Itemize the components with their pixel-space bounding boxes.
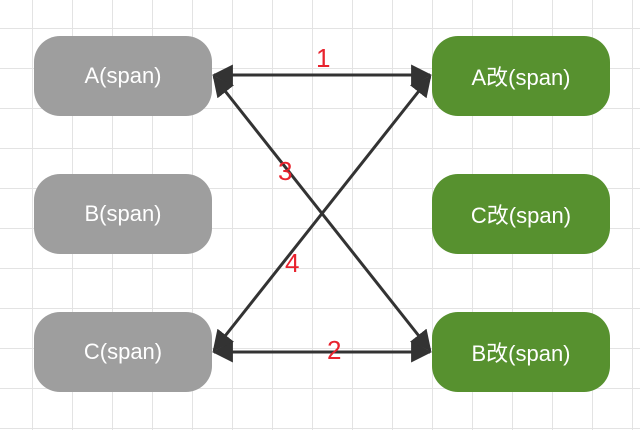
node-a-changed-span-label: A改(span) xyxy=(471,65,571,90)
node-c-changed-span: C改(span) xyxy=(432,174,610,254)
node-c-span: C(span) xyxy=(34,312,212,392)
node-a-span-label: A(span) xyxy=(84,63,162,88)
node-c-changed-span-label: C改(span) xyxy=(470,203,572,228)
node-a-changed-span: A改(span) xyxy=(432,36,610,116)
edge-label-3: 3 xyxy=(278,156,293,186)
edge-label-2: 2 xyxy=(327,335,342,365)
node-c-span-label: C(span) xyxy=(83,339,163,364)
node-b-span: B(span) xyxy=(34,174,212,254)
node-b-changed-span: B改(span) xyxy=(432,312,610,392)
node-b-span-label: B(span) xyxy=(84,201,162,226)
node-b-changed-span-label: B改(span) xyxy=(471,341,571,366)
node-a-span: A(span) xyxy=(34,36,212,116)
edge-label-4: 4 xyxy=(285,248,300,278)
edge-label-1: 1 xyxy=(316,43,331,73)
edge-c-to-a-changed xyxy=(212,75,432,352)
